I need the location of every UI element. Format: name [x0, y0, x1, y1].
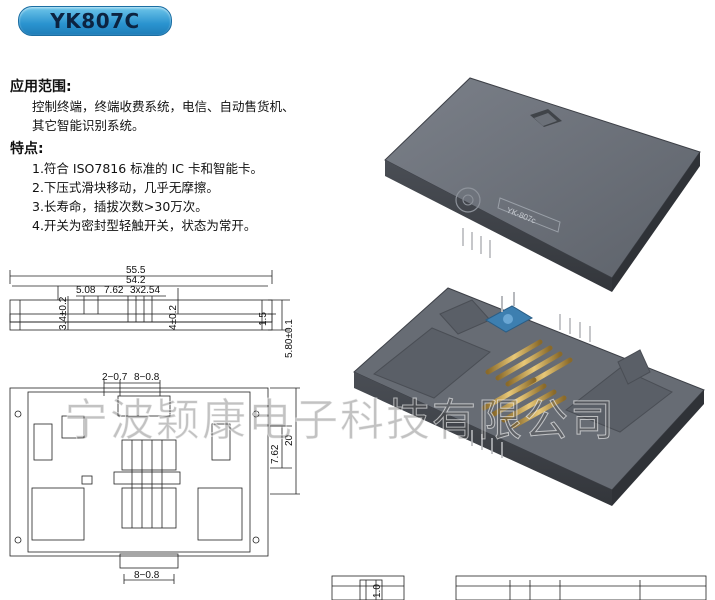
feature-item-2: 2.下压式滑块移动，几乎无摩擦。	[32, 180, 219, 195]
application-heading: 应用范围:	[10, 79, 72, 95]
dim-total-height: 5.80±0.1	[284, 319, 295, 358]
product-render-bottom	[353, 287, 705, 506]
model-badge: YK807C	[18, 6, 172, 36]
company-watermark: 宁波颖康电子科技有限公司	[64, 395, 616, 447]
dim-left-height: 3.4±0.2	[58, 296, 69, 330]
dim-overall-width: 55.5	[126, 265, 146, 276]
product-render-top: YK-807c	[384, 77, 701, 292]
feature-item-4: 4.开关为密封型轻触开关，状态为常开。	[32, 218, 257, 233]
application-line-2: 其它智能识别系统。	[32, 118, 145, 133]
features-section: 特点: 1.符合 ISO7816 标准的 IC 卡和智能卡。 2.下压式滑块移动…	[10, 140, 263, 235]
dim-bottom: 8−0.8	[134, 570, 160, 581]
top-view-drawing	[9, 380, 300, 584]
bottom-partial-drawings	[331, 575, 707, 600]
feature-item-1: 1.符合 ISO7816 标准的 IC 卡和智能卡。	[32, 161, 264, 176]
dim-pitch-a: 5.08	[76, 285, 96, 296]
dim-right-height: 4±0.2	[168, 305, 179, 330]
dim-pitch-c: 3x2.54	[130, 285, 161, 296]
dim-top-b: 8−0.8	[134, 372, 160, 383]
application-line-1: 控制终端，终端收费系统，电信、自动售货机、	[32, 99, 295, 114]
feature-item-3: 3.长寿命，插拔次数>30万次。	[32, 199, 208, 214]
side-view-drawing	[9, 270, 290, 331]
dim-inner-width: 54.2	[126, 275, 146, 286]
dim-small-height: 1.5	[258, 312, 269, 326]
dim-pitch-b: 7.62	[104, 285, 124, 296]
application-section: 应用范围: 控制终端，终端收费系统，电信、自动售货机、 其它智能识别系统。	[10, 78, 295, 135]
model-label: YK807C	[50, 9, 140, 33]
features-heading: 特点:	[10, 141, 44, 157]
dim-top-a: 2−0.7	[102, 372, 128, 383]
dim-bottom-partial: 1.0	[372, 584, 383, 598]
